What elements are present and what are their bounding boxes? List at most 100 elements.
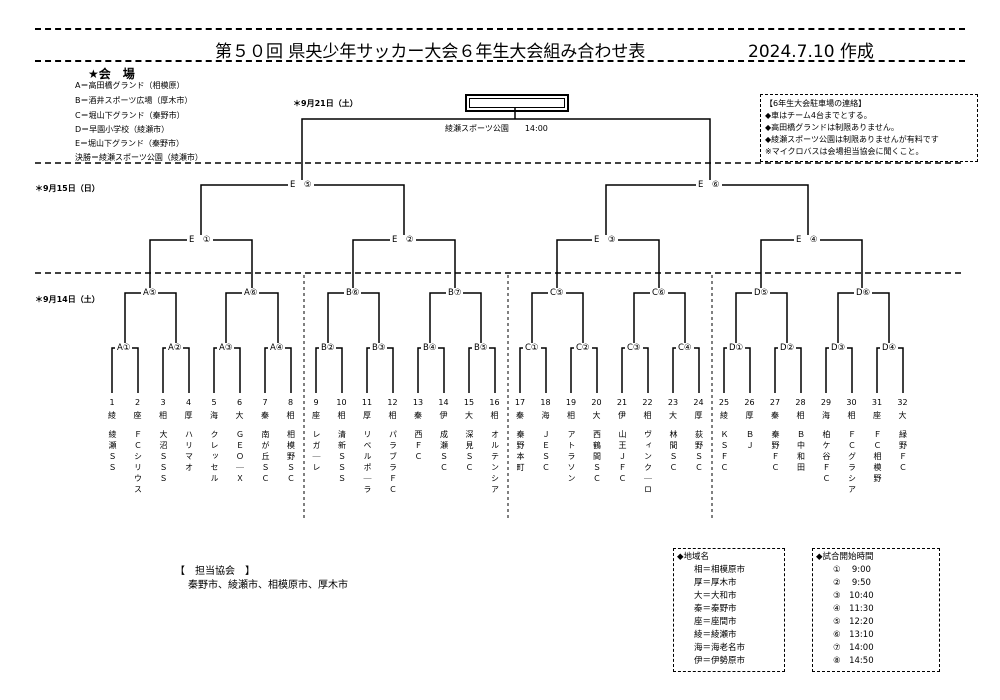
venue-line: B＝酒井スポーツ広場（厚木市） xyxy=(75,96,193,105)
team-area: 大 xyxy=(465,411,473,420)
team-area: 相 xyxy=(337,411,346,420)
team-number: 26 xyxy=(744,398,755,407)
match-label-round1: C① xyxy=(523,343,541,354)
match-label-quarter: E ① xyxy=(187,235,213,246)
team-name: パラブラＦＣ xyxy=(388,430,398,496)
match-label-round1: C② xyxy=(574,343,592,354)
team-number: 19 xyxy=(565,398,577,407)
match-label-round2: A⑥ xyxy=(242,288,260,299)
team-name: 西ＦＣ xyxy=(414,430,423,463)
team-area: 伊 xyxy=(618,411,626,420)
top-dashed-rule xyxy=(35,28,965,30)
notice-line: ※マイクロバスは会場担当協会に聞くこと。 xyxy=(765,147,924,156)
team-name: 大沼ＳＳＳ xyxy=(159,430,168,485)
team-area: 秦 xyxy=(771,411,779,420)
area-legend-line: 相＝相模原市 xyxy=(694,565,746,575)
team-number: 3 xyxy=(160,398,166,407)
team-area: 相 xyxy=(847,411,856,420)
team-number: 32 xyxy=(897,398,908,407)
match-label-quarter: E ② xyxy=(390,235,416,246)
venue-line: D＝早園小学校（綾瀬市） xyxy=(75,125,170,134)
team-number: 25 xyxy=(718,398,730,407)
start-time-line: ⑤ 12:20 xyxy=(833,617,874,627)
team-name: ヴィンク｜ロ xyxy=(643,430,653,496)
team-area: 相 xyxy=(159,411,167,420)
notice-line: ◆車はチーム4台までとする。 xyxy=(765,111,872,120)
day-label-first: ＊9月14日（土） xyxy=(35,295,100,304)
team-number: 12 xyxy=(387,398,398,407)
team-area: 座 xyxy=(133,411,142,420)
area-legend-line: 綾＝綾瀬市 xyxy=(694,630,737,640)
team-name: ＪＥＳＣ xyxy=(541,430,551,474)
start-time-line: ⑧ 14:50 xyxy=(833,656,874,666)
team-name: ＧＥＯ｜Ｘ xyxy=(235,430,245,485)
team-number: 8 xyxy=(287,398,294,407)
match-label-round1: C③ xyxy=(625,343,643,354)
team-name: ＢＪ xyxy=(745,430,755,452)
area-legend-line: 厚＝厚木市 xyxy=(694,578,737,588)
team-area: 綾 xyxy=(108,411,116,420)
team-number: 16 xyxy=(489,398,500,407)
team-name: 秦野本町 xyxy=(516,430,525,474)
area-legend-heading: ◆地域名 xyxy=(677,552,710,562)
team-area: 秦 xyxy=(261,411,269,420)
start-time-line: ① 9:00 xyxy=(833,565,871,575)
notice-line: ◆綾瀬スポーツ公園は制限ありませんが有料です xyxy=(765,135,939,144)
match-label-round1: A① xyxy=(115,343,133,354)
team-number: 10 xyxy=(336,398,347,407)
area-legend-line: 秦＝秦野市 xyxy=(694,604,737,614)
team-name: 綾瀬ＳＳ xyxy=(108,430,117,474)
team-number: 13 xyxy=(412,398,424,407)
venue-line: E＝堀山下グランド（秦野市） xyxy=(75,139,185,148)
parking-notice: 【6年生大会駐車場の連絡】 ◆車はチーム4台までとする。 ◆高田橋グランドは制限… xyxy=(760,94,978,162)
team-entry: 27 秦 秦野ＦＣ xyxy=(768,396,782,474)
team-number: 5 xyxy=(211,398,217,407)
match-label-round1: A③ xyxy=(217,343,235,354)
day-label-final: ＊9月21日（土） xyxy=(293,99,358,108)
team-area: 秦 xyxy=(516,411,524,420)
team-number: 30 xyxy=(846,398,857,407)
page-title: 第５０回 県央少年サッカー大会６年生大会組み合わせ表 xyxy=(215,42,646,62)
match-label-quarter: E ④ xyxy=(794,235,820,246)
team-number: 6 xyxy=(236,398,243,407)
team-name: ＦＣ相模野 xyxy=(873,430,882,485)
match-label-round1: B② xyxy=(319,343,337,354)
start-time-line: ② 9:50 xyxy=(833,578,871,588)
team-number: 23 xyxy=(667,398,679,407)
team-name: Ｂ中和田 xyxy=(796,430,806,474)
team-name: アトラソン xyxy=(567,430,576,485)
notice-line: 【6年生大会駐車場の連絡】 xyxy=(765,99,867,108)
team-name: 林間ＳＣ xyxy=(669,430,678,474)
team-name: 秦野ＦＣ xyxy=(771,430,780,474)
team-area: 大 xyxy=(235,411,244,420)
final-winner-box xyxy=(465,94,569,112)
match-label-round2: B⑦ xyxy=(446,288,464,299)
match-label-round1: A④ xyxy=(268,343,286,354)
area-legend-line: 大＝大和市 xyxy=(694,591,737,601)
team-name: 深見ＳＣ xyxy=(465,430,474,474)
team-name: 山王ＪＦＣ xyxy=(618,430,627,485)
area-legend-line: 海＝海老名市 xyxy=(694,643,746,653)
team-area: 座 xyxy=(873,411,881,420)
team-area: 相 xyxy=(643,411,652,420)
team-number: 2 xyxy=(134,398,141,407)
team-number: 27 xyxy=(769,398,781,407)
team-name: ＦＣグラシア xyxy=(847,430,857,496)
match-label-round1: B⑤ xyxy=(472,343,490,354)
match-label-quarter: E ③ xyxy=(592,235,618,246)
team-area: 伊 xyxy=(439,411,448,420)
team-name: クレッセル xyxy=(210,430,219,485)
